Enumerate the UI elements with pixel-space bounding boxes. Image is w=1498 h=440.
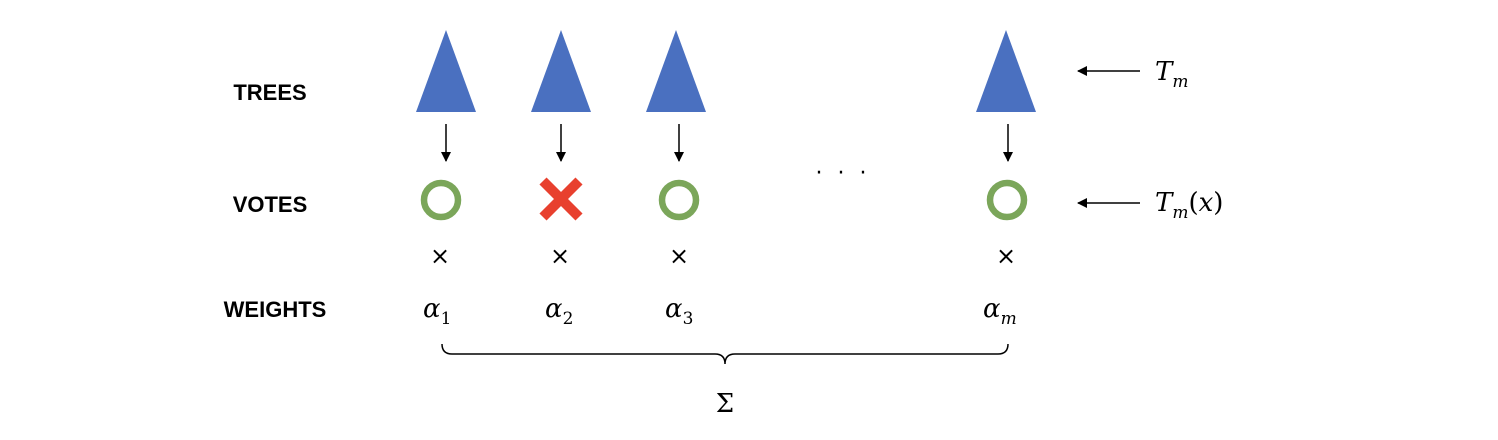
ensemble-column: × α3 [646,30,706,329]
row-label-trees: TREES [233,80,306,105]
weight-label: α3 [665,294,693,329]
correct-vote-icon [420,179,462,221]
tree-icon [976,30,1036,112]
multiply-symbol: × [669,242,689,270]
multiply-symbol: × [430,242,450,270]
tree-annotation: Tm [1155,57,1188,92]
row-label-weights: WEIGHTS [224,297,327,322]
ensemble-column: × α1 [416,30,476,329]
multiply-symbol: × [550,242,570,270]
tree-icon [646,30,706,112]
weight-label: α1 [423,294,451,329]
wrong-vote-icon [539,177,583,221]
row-label-votes: VOTES [233,192,308,217]
vote-annotation: Tm(x) [1155,188,1223,223]
ensemble-column: × α2 [531,30,591,329]
tree-icon [531,30,591,112]
ensemble-column: × αm [976,30,1036,329]
weight-label: α2 [545,294,573,329]
correct-vote-icon [986,179,1028,221]
multiply-symbol: × [996,242,1016,270]
correct-vote-icon [658,179,700,221]
sum-symbol: Σ [716,389,734,419]
sum-brace [441,343,1009,365]
tree-icon [416,30,476,112]
ellipsis: · · · [816,161,871,186]
weight-label: αm [983,294,1017,329]
